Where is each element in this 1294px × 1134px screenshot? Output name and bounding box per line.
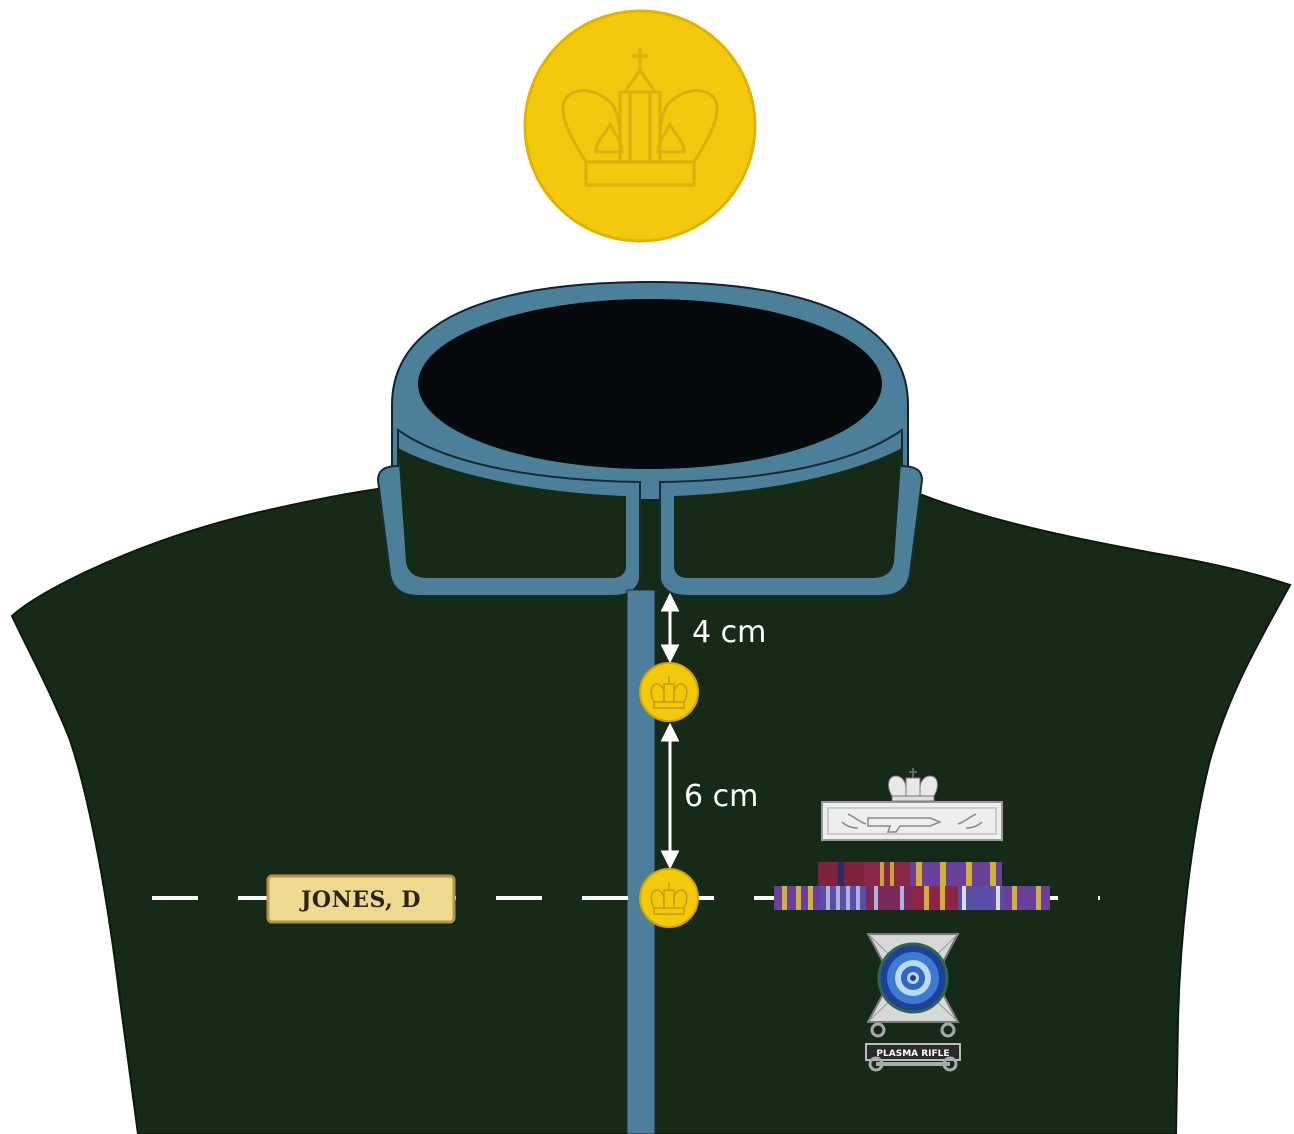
ribbon	[910, 862, 1002, 886]
ribbon	[866, 886, 912, 910]
target-icon	[879, 944, 947, 1012]
collar-opening	[418, 299, 882, 469]
ribbon	[958, 886, 1004, 910]
qualification-badge-text: PLASMA RIFLE	[876, 1049, 949, 1059]
lower-button	[640, 869, 698, 927]
dimension-label-upper: 4 cm	[692, 615, 766, 650]
dimension-label-lower: 6 cm	[684, 779, 758, 814]
ribbon	[820, 886, 866, 910]
ribbon	[912, 886, 958, 910]
name-plate-text: JONES, D	[299, 887, 421, 913]
qualification-badge: PLASMA RIFLE	[866, 934, 960, 1070]
ribbon	[1004, 886, 1050, 910]
name-plate: JONES, D	[268, 876, 454, 922]
ribbon	[774, 886, 820, 910]
ribbon	[864, 862, 910, 886]
button-detail	[525, 11, 755, 241]
upper-button	[640, 663, 698, 721]
ribbon	[818, 862, 864, 886]
